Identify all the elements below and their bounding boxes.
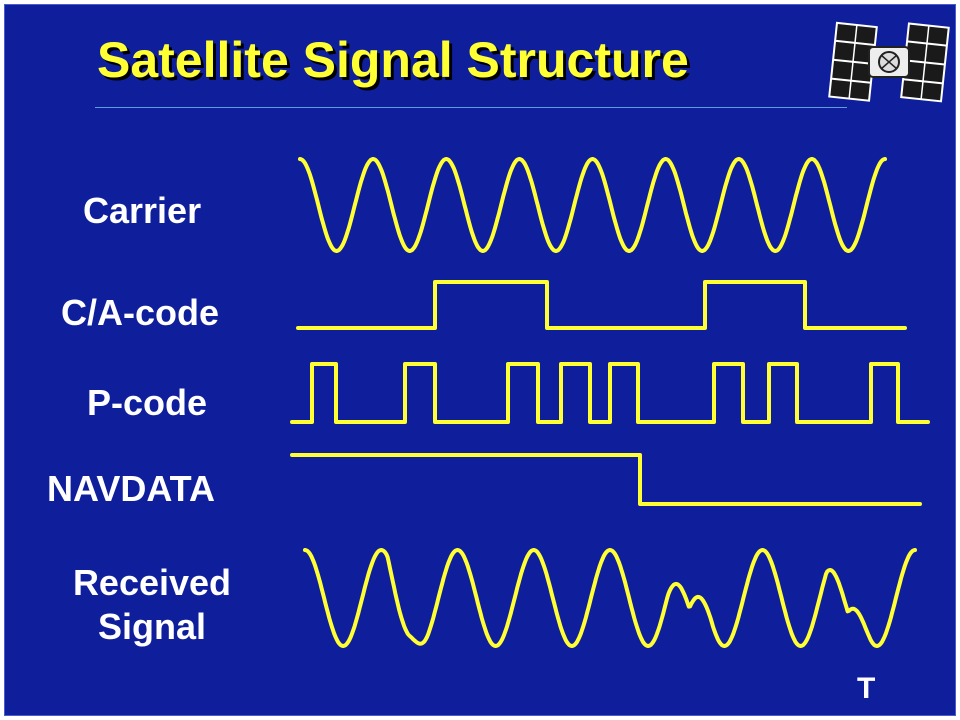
navdata-label: NAVDATA	[47, 468, 215, 509]
page-title: Satellite Signal Structure	[97, 32, 689, 88]
received-signal-label: Received Signal	[57, 561, 247, 649]
ca-code-waveform	[296, 280, 907, 330]
p-code-waveform	[290, 362, 930, 424]
received-label-line1: Received	[72, 562, 232, 603]
received-signal-waveform	[303, 548, 917, 648]
period-label: T	[857, 672, 876, 705]
slide: Satellite Signal Structure	[4, 4, 956, 716]
p-code-label: P-code	[87, 382, 208, 423]
carrier-waveform	[298, 157, 887, 253]
satellite-icon	[825, 17, 951, 112]
navdata-waveform	[290, 453, 922, 506]
title-divider	[95, 107, 847, 108]
ca-code-label: C/A-code	[61, 292, 220, 333]
carrier-label: Carrier	[83, 190, 202, 231]
received-label-line2: Signal	[97, 606, 207, 647]
